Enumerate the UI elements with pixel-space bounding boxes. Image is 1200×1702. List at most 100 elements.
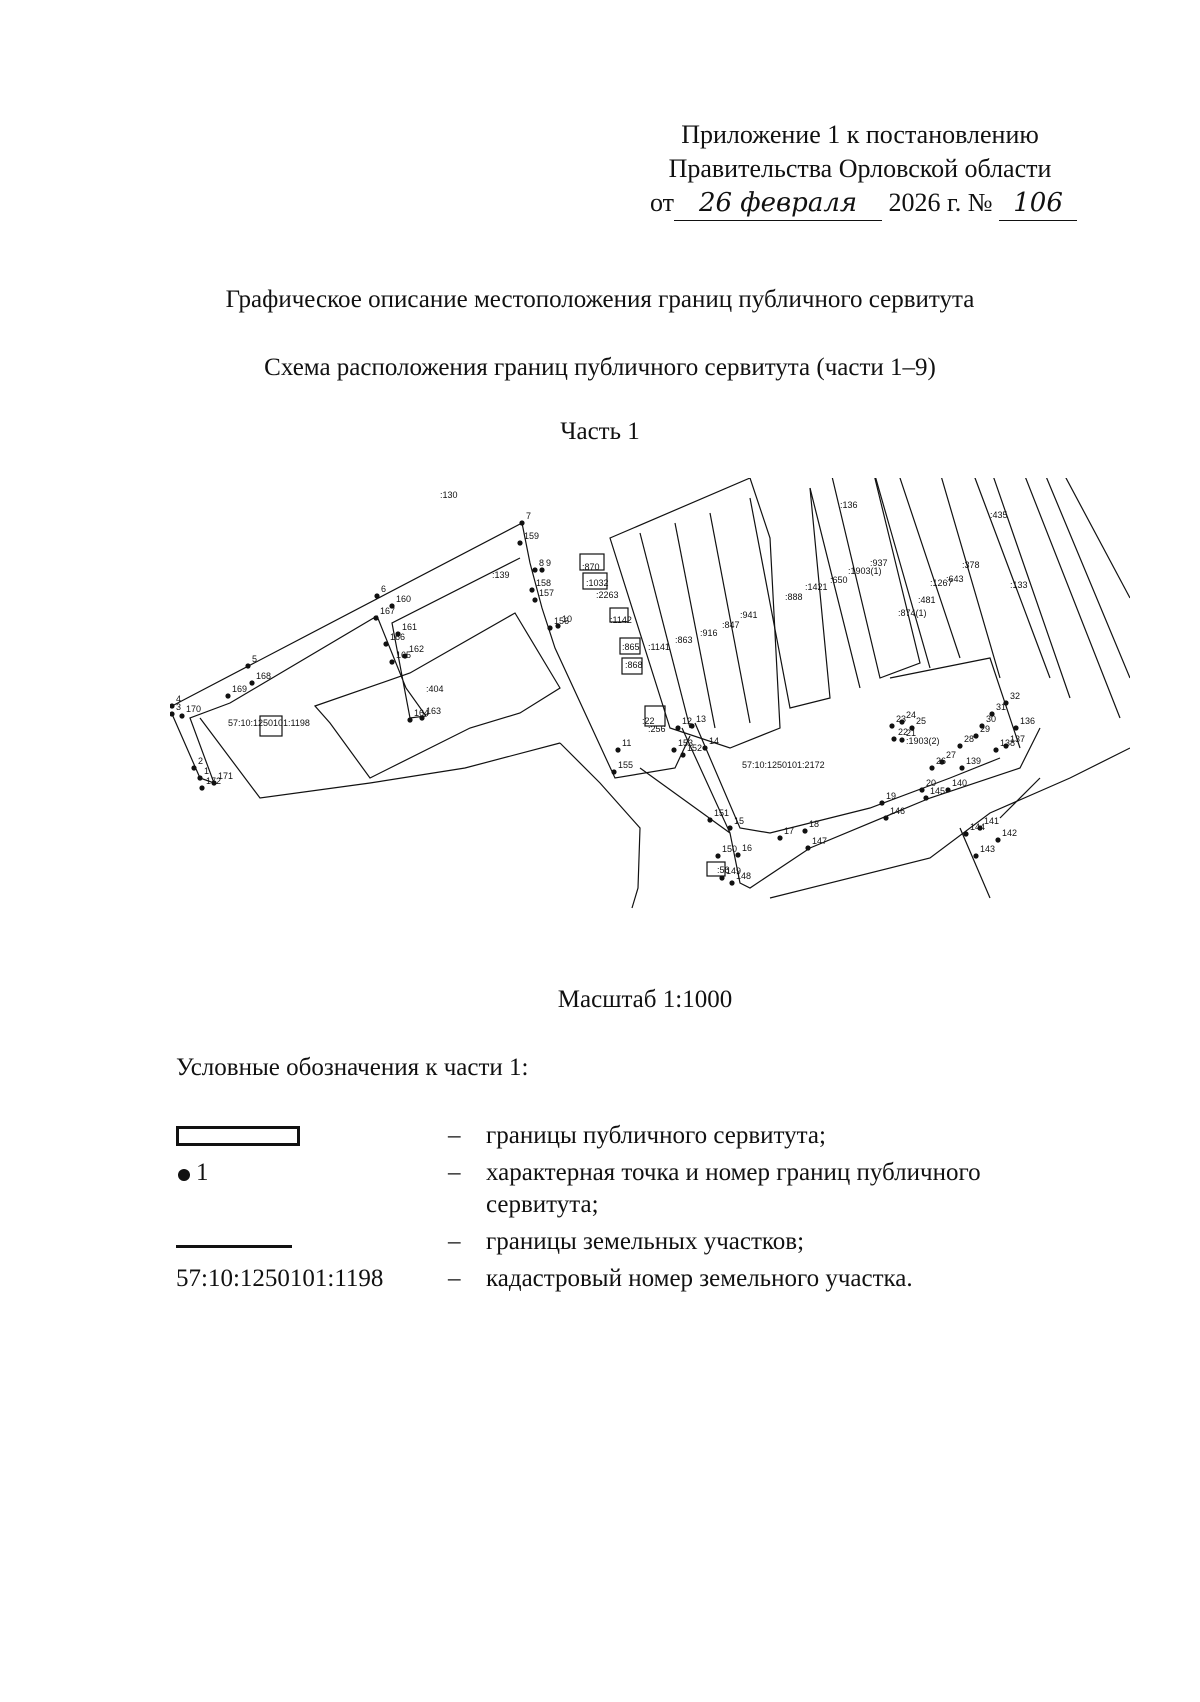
header-prefix: от — [650, 188, 675, 217]
point-number-label: 152 — [687, 743, 702, 753]
boundary-point — [395, 631, 401, 637]
point-number-label: 143 — [980, 844, 995, 854]
parcel-cadastral-label: :937 — [870, 558, 888, 568]
parcel-cadastral-label: :868 — [625, 660, 643, 670]
boundary-point — [419, 715, 425, 721]
parcel-cadastral-label: :916 — [700, 628, 718, 638]
point-number-label: 5 — [252, 654, 257, 664]
point-number-label: 139 — [966, 756, 981, 766]
parcel-boundary — [974, 478, 1051, 679]
point-number-label: 167 — [380, 606, 395, 616]
boundary-point — [899, 737, 905, 743]
boundary-point — [995, 837, 1001, 843]
point-number-label: 172 — [206, 776, 221, 786]
point-number-label: 146 — [890, 806, 905, 816]
boundary-point — [680, 752, 686, 758]
point-number-label: 3 — [176, 702, 181, 712]
boundary-point — [777, 835, 783, 841]
boundary-point — [993, 747, 999, 753]
boundary-point — [729, 880, 735, 886]
parcel-cadastral-label: :2263 — [596, 590, 619, 600]
point-number-label: 168 — [256, 671, 271, 681]
boundary-point — [199, 785, 205, 791]
point-number-label: 6 — [381, 584, 386, 594]
point-number-label: 162 — [409, 644, 424, 654]
parcel-boundary — [831, 478, 921, 679]
parcel-cadastral-label: :139 — [492, 570, 510, 580]
parcel-boundary — [674, 522, 716, 729]
point-number-label: 21 — [906, 728, 916, 738]
boundary-point — [889, 723, 895, 729]
boundary-point — [715, 853, 721, 859]
legend-dash: – — [448, 1122, 461, 1149]
parcel-cadastral-label: :130 — [440, 490, 458, 500]
point-number-label: 16 — [742, 843, 752, 853]
servitude-outline — [681, 727, 1041, 889]
point-number-label: 26 — [936, 756, 946, 766]
building-outline — [259, 715, 283, 737]
point-number-label: 27 — [946, 750, 956, 760]
boundary-point — [977, 825, 983, 831]
boundary-point — [1003, 700, 1009, 706]
parcel-cadastral-label: :1142 — [610, 615, 632, 625]
point-number-label: 147 — [812, 836, 827, 846]
boundary-point — [702, 745, 708, 751]
scheme-title: Схема расположения границ публичного сер… — [264, 354, 936, 381]
point-number-label: 171 — [218, 771, 233, 781]
point-number-label: 145 — [930, 786, 945, 796]
legend-symbol: 57:10:1250101:1198 — [176, 1263, 436, 1295]
boundary-point — [879, 800, 885, 806]
parcel-boundary — [809, 487, 861, 689]
boundary-point — [899, 719, 905, 725]
parcel-cadastral-label: :378 — [962, 560, 980, 570]
boundary-point — [191, 765, 197, 771]
boundary-point — [963, 831, 969, 837]
point-number-label: 165 — [396, 650, 411, 660]
boundary-point — [939, 759, 945, 765]
point-number-label: 31 — [996, 702, 1006, 712]
parcel-cadastral-label: :865 — [622, 642, 640, 652]
parcel-boundary — [639, 767, 731, 834]
boundary-point — [389, 659, 395, 665]
boundary-point — [402, 653, 408, 659]
point-number-label: 7 — [526, 511, 531, 521]
legend-dash: – — [448, 1159, 461, 1186]
parcel-boundary — [999, 777, 1041, 819]
parcel-boundary — [899, 478, 961, 659]
point-number-label: 148 — [736, 871, 751, 881]
parcel-cadastral-label: :136 — [840, 500, 858, 510]
point-number-label: 8 — [539, 558, 544, 568]
boundary-point — [891, 736, 897, 742]
point-number-label: 141 — [984, 816, 999, 826]
servitude-outline — [171, 557, 521, 784]
point-number-label: 157 — [539, 588, 554, 598]
point-number-label: 13 — [696, 714, 706, 724]
parcel-boundary — [941, 478, 1001, 679]
point-number-label: 25 — [916, 716, 926, 726]
boundary-point — [373, 615, 379, 621]
boundary-point — [1013, 725, 1019, 731]
point-number-label: 1 — [204, 766, 209, 776]
boundary-points — [170, 520, 1019, 886]
point-number-label: 32 — [1010, 691, 1020, 701]
header-line-2: Правительства Орловской области — [668, 154, 1052, 183]
parcel-cadastral-label: :404 — [426, 684, 444, 694]
parcel-boundary — [875, 478, 931, 669]
parcel-cadastral-label: :1903(1) — [848, 566, 882, 576]
point-number-label: 17 — [784, 826, 794, 836]
boundary-point — [529, 587, 535, 593]
parcel-cadastral-label: :1267 — [930, 578, 953, 588]
point-dot-symbol — [178, 1169, 190, 1181]
boundary-point — [519, 520, 525, 526]
boundary-point — [1003, 743, 1009, 749]
point-number-label: 151 — [714, 808, 729, 818]
point-number-label: 158 — [536, 578, 551, 588]
point-number-label: 156 — [554, 616, 569, 626]
parcel-boundary — [1065, 478, 1130, 599]
header-year: 2026 г. № — [888, 188, 993, 217]
boundary-point — [675, 725, 681, 731]
legend-row-cadastral: 57:10:1250101:1198 – кадастровый номер з… — [176, 1263, 1076, 1295]
legend: – границы публичного сервитута; 1 – хара… — [176, 1120, 1076, 1300]
